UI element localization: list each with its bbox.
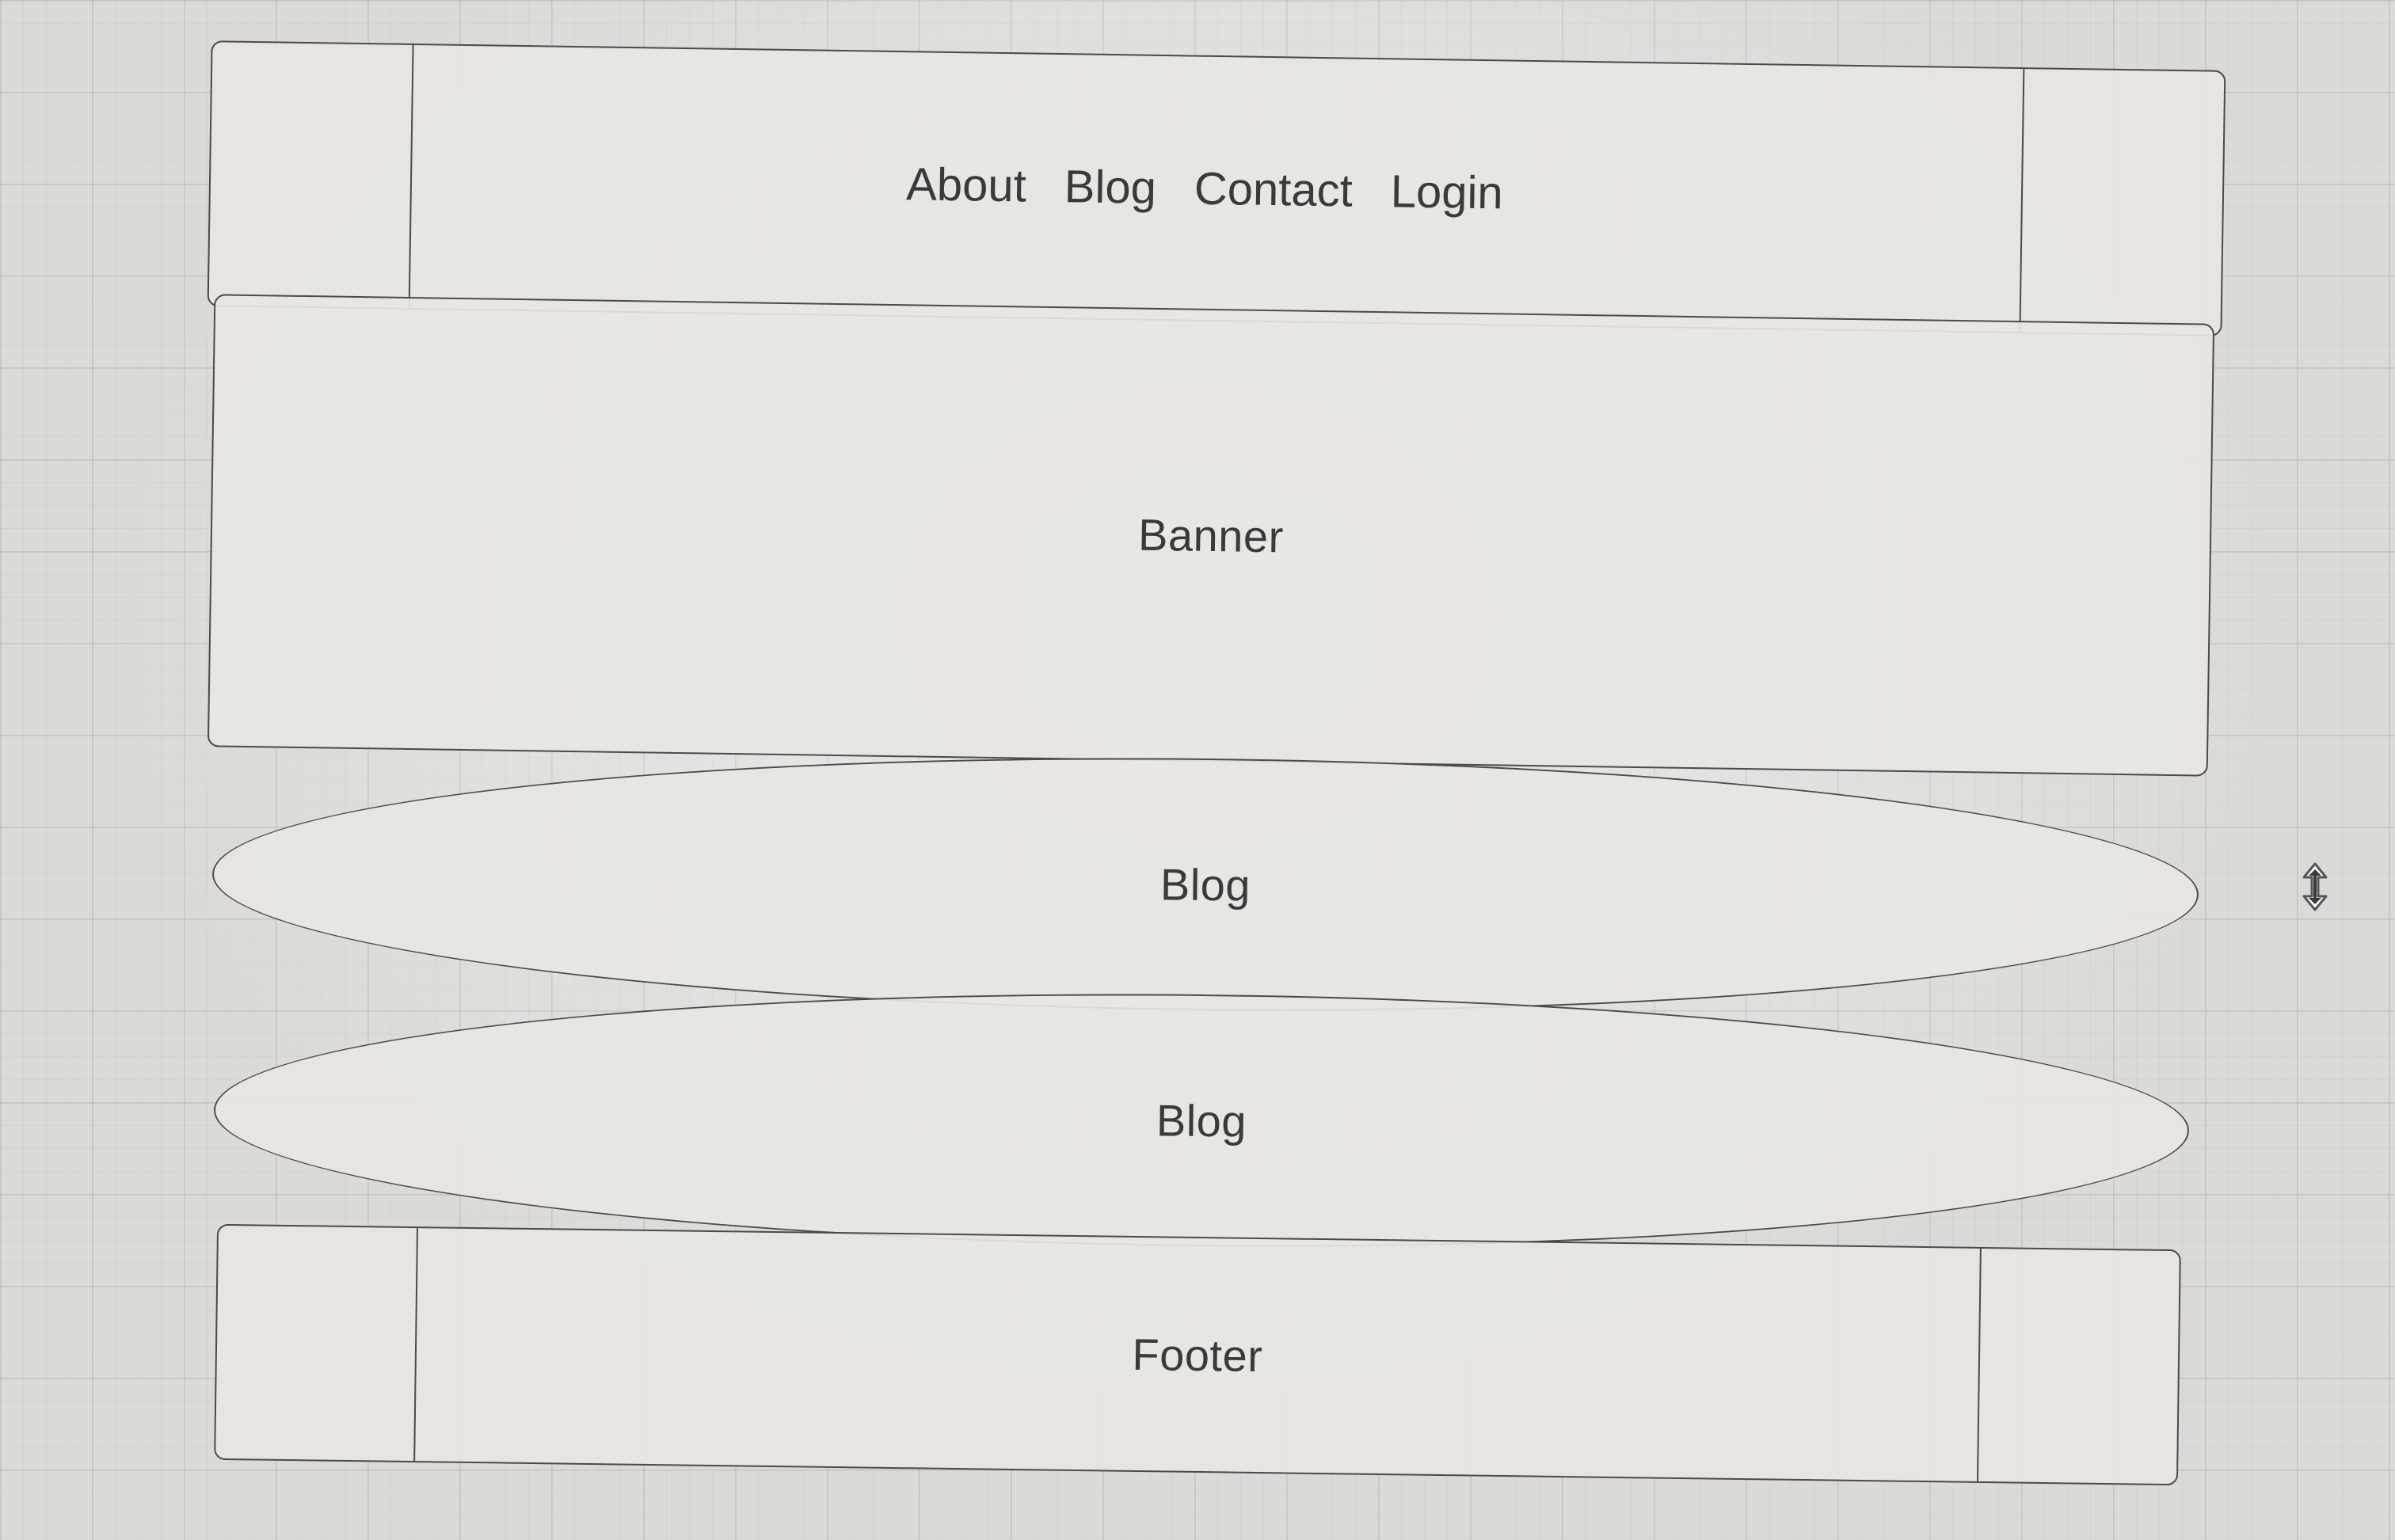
blog-section[interactable]: Blog — [211, 747, 2200, 1021]
header-block[interactable]: About Blog Contact Login — [207, 40, 2226, 337]
banner-label: Banner — [1137, 509, 1285, 561]
footer-right-cell[interactable] — [1976, 1248, 2180, 1485]
nav-item-blog[interactable]: Blog — [1064, 160, 1157, 214]
blog-section[interactable]: Blog — [212, 983, 2191, 1257]
footer-block[interactable]: Footer — [214, 1223, 2181, 1486]
resize-vertical-cursor-icon — [2302, 862, 2328, 911]
blog-section-label: Blog — [1159, 858, 1251, 911]
header-left-cell[interactable] — [208, 42, 414, 308]
footer-label: Footer — [1132, 1329, 1263, 1381]
blog-section-label: Blog — [1156, 1094, 1247, 1146]
footer-left-cell[interactable] — [215, 1225, 419, 1462]
header-right-cell[interactable] — [2019, 69, 2225, 335]
nav-menu: About Blog Contact Login — [906, 158, 1503, 219]
banner-block[interactable]: Banner — [207, 294, 2215, 777]
nav-item-about[interactable]: About — [905, 158, 1027, 211]
nav-item-login[interactable]: Login — [1390, 165, 1504, 219]
nav-item-contact[interactable]: Contact — [1194, 162, 1354, 217]
